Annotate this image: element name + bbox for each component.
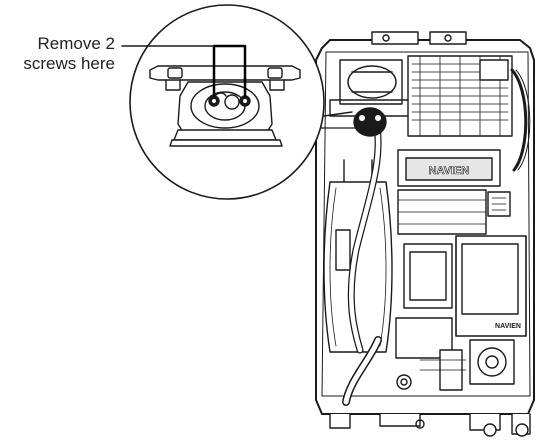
pcb-box: NAVIEN: [455, 235, 527, 337]
brand-plate-text: NAVIEN: [429, 165, 470, 177]
screw-highlight-bracket: [212, 44, 247, 98]
callout-line-1: Remove 2: [37, 34, 115, 53]
water-heater-unit: NAVIEN NAVIEN: [315, 31, 535, 437]
callout-line-2: screws here: [23, 54, 115, 73]
target-screw-area: [353, 107, 387, 137]
callout-label: Remove 2 screws here: [0, 34, 115, 74]
magnifier-callout: [121, 4, 357, 200]
brand-small-text: NAVIEN: [495, 323, 521, 330]
top-control-box: [407, 55, 513, 137]
brand-plate: NAVIEN: [397, 149, 501, 187]
heat-exchanger: [323, 159, 393, 353]
valve-cluster: [395, 317, 515, 391]
